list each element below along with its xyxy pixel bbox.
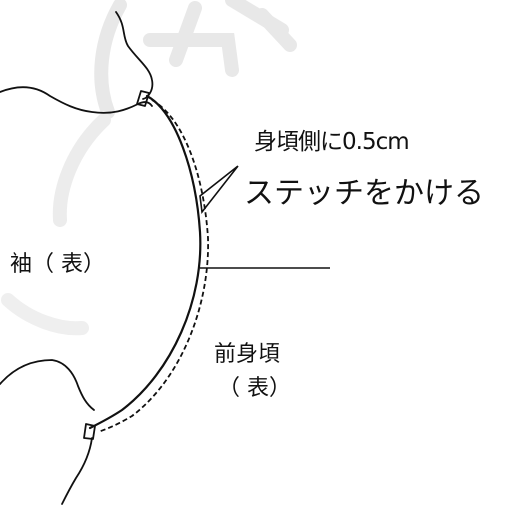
sleeve-label: 袖（ 表） bbox=[10, 252, 105, 277]
sleeve-outline-top bbox=[0, 11, 154, 114]
stitch-leader bbox=[199, 165, 239, 215]
watermark-stroke-5 bbox=[255, 8, 297, 52]
stitch-instruction-line2: ステッチをかける bbox=[244, 176, 484, 211]
seam-allowance-top bbox=[136, 90, 150, 107]
armhole-seam-line bbox=[88, 94, 202, 430]
watermark bbox=[1, 0, 297, 336]
front-body-label-line2: （ 表） bbox=[218, 376, 291, 401]
watermark-stroke-1 bbox=[94, 0, 127, 119]
topstitch-dashed-line bbox=[97, 99, 209, 433]
sleeve-bottom-upper-curve bbox=[0, 359, 95, 411]
stitch-instruction-line1: 身頃側に0.5cm bbox=[254, 129, 410, 155]
watermark-stroke-6 bbox=[52, 113, 111, 227]
watermark-stroke-3 bbox=[143, 33, 239, 77]
sleeve-bottom-lower-curve bbox=[61, 437, 93, 505]
sleeve-top-curve bbox=[115, 11, 154, 100]
front-body-label-line1: 前身頃 bbox=[214, 342, 281, 367]
watermark-stroke-7 bbox=[1, 293, 89, 336]
seam-allowance-bottom bbox=[83, 423, 96, 440]
sleeve-top-lower-curve bbox=[0, 86, 153, 114]
sleeve-outline-bottom bbox=[0, 359, 96, 505]
